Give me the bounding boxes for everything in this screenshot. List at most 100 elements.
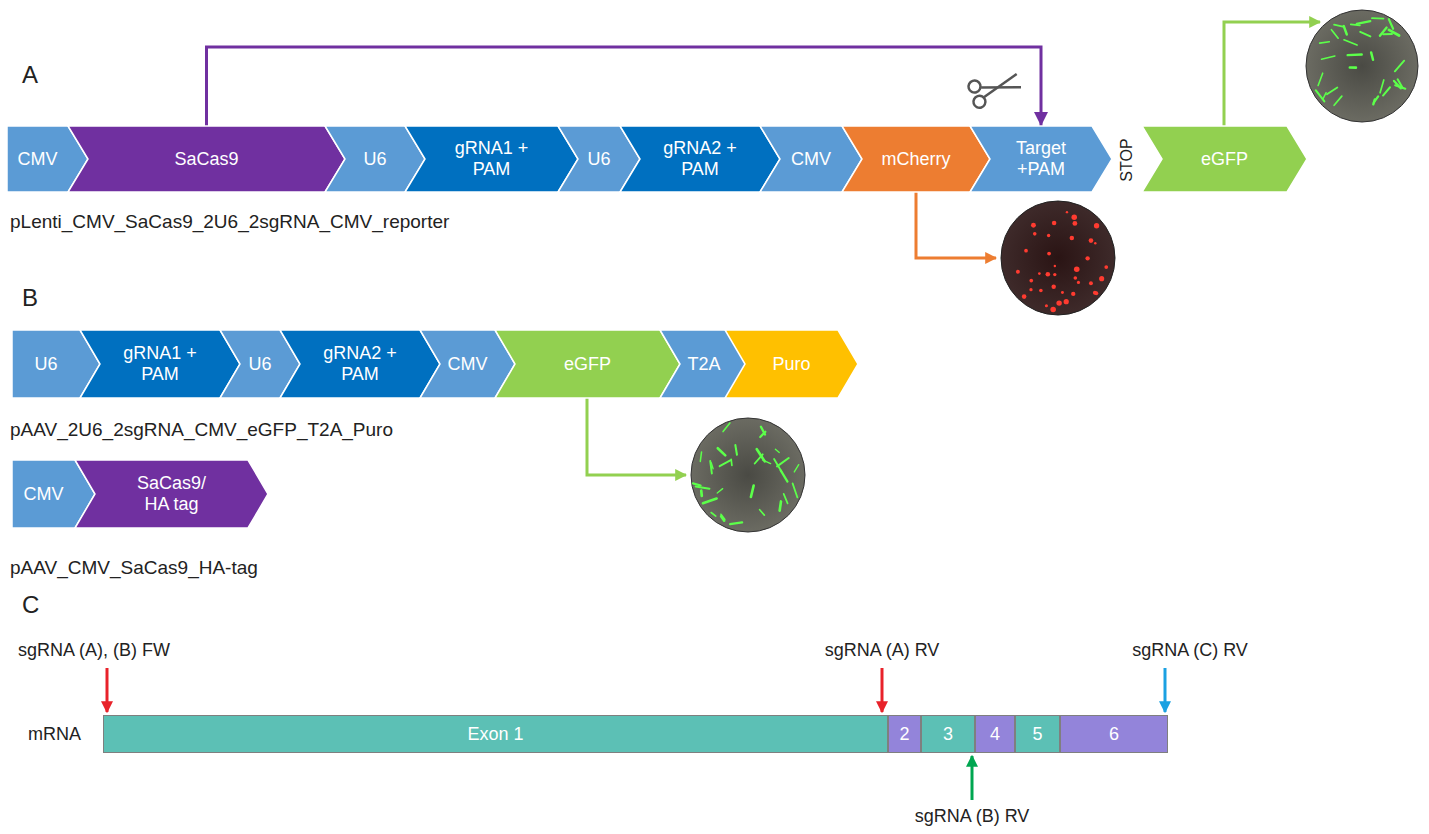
cell-mark xyxy=(1029,279,1033,283)
cell-mark xyxy=(1066,211,1068,213)
segment-label: eGFP xyxy=(1201,149,1248,170)
cell-mark xyxy=(1331,30,1338,38)
cell-mark xyxy=(730,522,742,524)
cell-mark xyxy=(1073,276,1077,280)
cell-mark xyxy=(1077,281,1080,284)
cell-mark xyxy=(1047,234,1050,237)
cell-mark xyxy=(1360,32,1370,37)
cell-mark xyxy=(1054,265,1056,267)
segment-label: CMV xyxy=(24,484,64,505)
segment-label: 2 xyxy=(899,724,909,745)
cell-mark xyxy=(751,486,754,497)
section-letter: A xyxy=(22,62,38,88)
cell-mark xyxy=(717,489,722,493)
cell-mark xyxy=(1038,272,1041,275)
segment-label: 4 xyxy=(990,724,1000,745)
cell-mark xyxy=(735,445,737,455)
segment-label: gRNA1 + PAM xyxy=(120,343,200,384)
exon-shape xyxy=(976,716,1015,753)
cell-mark xyxy=(1056,300,1061,305)
cell-mark xyxy=(1024,249,1028,253)
segment-label: CMV xyxy=(448,354,488,375)
chevron-shape xyxy=(725,330,858,398)
cell-mark xyxy=(1089,281,1093,285)
cell-mark xyxy=(710,461,712,473)
scissors-blade xyxy=(981,74,1021,97)
selection-segment: Puro xyxy=(725,330,858,398)
segment-label: Exon 1 xyxy=(467,724,523,745)
cell-mark xyxy=(1039,289,1043,293)
exon-box: 6 xyxy=(1060,715,1168,753)
cell-mark xyxy=(703,499,717,504)
gene-segment: SaCas9/ HA tag xyxy=(75,460,268,528)
construct-name: pLenti_CMV_SaCas9_2U6_2sgRNA_CMV_reporte… xyxy=(10,212,449,233)
exon-box: 3 xyxy=(921,715,975,753)
guide-segment: gRNA1 + PAM xyxy=(405,126,578,192)
promoter-segment: CMV xyxy=(760,126,862,192)
segment-label: 5 xyxy=(1032,724,1042,745)
cell-mark xyxy=(1380,80,1384,93)
cell-mark xyxy=(720,460,731,466)
cell-mark xyxy=(1350,66,1356,69)
promoter-segment: U6 xyxy=(325,126,425,192)
cell-mark xyxy=(793,483,798,497)
cell-mark xyxy=(1104,265,1108,269)
gene-segment: SaCas9 xyxy=(68,126,345,192)
chevron-shape xyxy=(75,460,268,528)
segment-label: gRNA2 + PAM xyxy=(660,138,740,179)
cut-site-arrow xyxy=(106,668,109,712)
cell-mark xyxy=(1022,294,1027,299)
cell-mark xyxy=(1398,79,1403,87)
cut-site-arrow xyxy=(1164,668,1167,712)
cell-mark xyxy=(1031,223,1036,228)
segment-label: SaCas9/ HA tag xyxy=(132,473,212,514)
cell-mark xyxy=(1074,266,1080,272)
guide-segment: gRNA2 + PAM xyxy=(280,330,440,398)
cell-mark xyxy=(1053,273,1056,276)
chevron-shape xyxy=(1142,126,1307,192)
cell-mark xyxy=(1372,17,1384,19)
cell-mark xyxy=(711,513,716,517)
microscopy-image xyxy=(1306,10,1418,122)
sgrna-label: sgRNA (C) RV xyxy=(1132,641,1248,661)
sgrna-label: sgRNA (A), (B) FW xyxy=(18,641,170,661)
sgrna-label: sgRNA (A) RV xyxy=(825,641,940,661)
construct-name: pAAV_CMV_SaCas9_HA-tag xyxy=(10,558,258,579)
chevron-shape xyxy=(620,126,780,192)
cell-mark xyxy=(1072,221,1077,226)
chevron-shape xyxy=(970,126,1112,192)
cell-mark xyxy=(794,465,798,472)
cell-mark xyxy=(1094,242,1096,244)
cell-mark xyxy=(1383,87,1390,95)
cell-mark xyxy=(1047,252,1051,256)
cell-dots xyxy=(693,423,799,524)
cell-mark xyxy=(700,491,703,496)
cell-mark xyxy=(1318,73,1323,85)
cell-mark xyxy=(1094,223,1099,228)
cell-mark xyxy=(1344,26,1347,35)
cell-mark xyxy=(1050,307,1056,313)
chevron-shape xyxy=(405,126,578,192)
cell-mark xyxy=(1052,221,1057,226)
section-letter: B xyxy=(22,285,38,311)
cell-mark xyxy=(721,514,725,519)
segment-label: CMV xyxy=(791,149,831,170)
segment-label: T2A xyxy=(687,354,720,375)
cell-mark xyxy=(1045,304,1048,307)
section-letter: C xyxy=(22,592,39,618)
exon-box: 5 xyxy=(1015,715,1060,753)
cell-mark xyxy=(1070,236,1075,241)
cut-site-arrow xyxy=(881,668,884,712)
cell-mark xyxy=(1323,93,1326,100)
exon-shape xyxy=(922,716,975,753)
cell-mark xyxy=(1334,96,1342,105)
cell-mark xyxy=(1334,25,1343,27)
cell-mark xyxy=(775,449,779,452)
segment-label: CMV xyxy=(18,149,58,170)
cell-mark xyxy=(784,494,788,503)
cell-mark xyxy=(723,423,730,432)
cell-mark xyxy=(1373,99,1375,104)
exon-shape xyxy=(1061,716,1168,753)
cell-mark xyxy=(780,501,781,510)
